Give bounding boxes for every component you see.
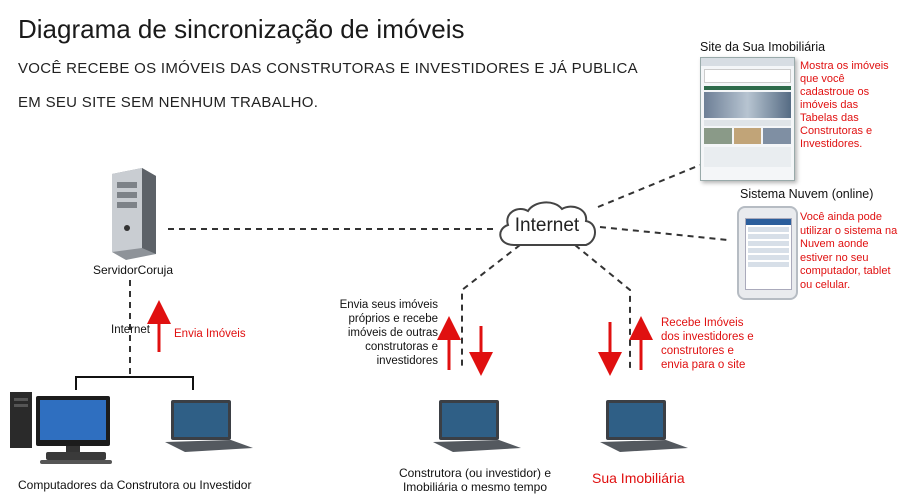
page-title: Diagrama de sincronização de imóveis: [18, 14, 465, 44]
send-properties-label: Envia Imóveis: [174, 328, 246, 340]
middle-node-label: Construtora (ou investidor) e Imobiliári…: [398, 466, 552, 494]
internet-cloud-label: Internet: [514, 215, 580, 236]
server-link-label: Internet: [111, 324, 150, 336]
internet-cloud-icon: [494, 199, 600, 260]
cloud-system-link: [599, 226, 729, 241]
right-node-label: Sua Imobiliária: [592, 470, 685, 486]
site-screenshot-thumbnail: [700, 57, 795, 181]
site-title: Site da Sua Imobiliária: [700, 40, 826, 54]
builder-computers-label: Computadores da Construtora ou Investido…: [18, 478, 252, 492]
subtitle-line-1: VOCÊ RECEBE OS IMÓVEIS DAS CONSTRUTORAS …: [18, 60, 638, 77]
cloud-system-title: Sistema Nuvem (online): [740, 187, 874, 201]
middle-node-description: Envia seus imóveis próprios e recebe imó…: [339, 299, 438, 367]
server-label: ServidorCoruja: [92, 263, 174, 277]
laptop-left-icon: [165, 398, 255, 459]
desktop-computer-icon: [6, 388, 126, 473]
cloud-middle-link: [461, 244, 521, 370]
right-node-description: Recebe Imóveis dos investidores e constr…: [661, 317, 754, 371]
laptop-right-icon: [600, 398, 690, 459]
phone-icon: [737, 206, 798, 300]
site-description: Mostra os imóveis que você cadastroue os…: [800, 60, 889, 150]
subtitle-line-2: EM SEU SITE SEM NENHUM TRABALHO.: [18, 94, 319, 111]
server-icon: [100, 168, 158, 265]
cloud-system-description: Você ainda pode utilizar o sistema na Nu…: [800, 211, 898, 291]
cloud-right-link: [574, 244, 631, 370]
laptop-middle-icon: [433, 398, 523, 459]
cloud-site-link: [597, 164, 701, 208]
